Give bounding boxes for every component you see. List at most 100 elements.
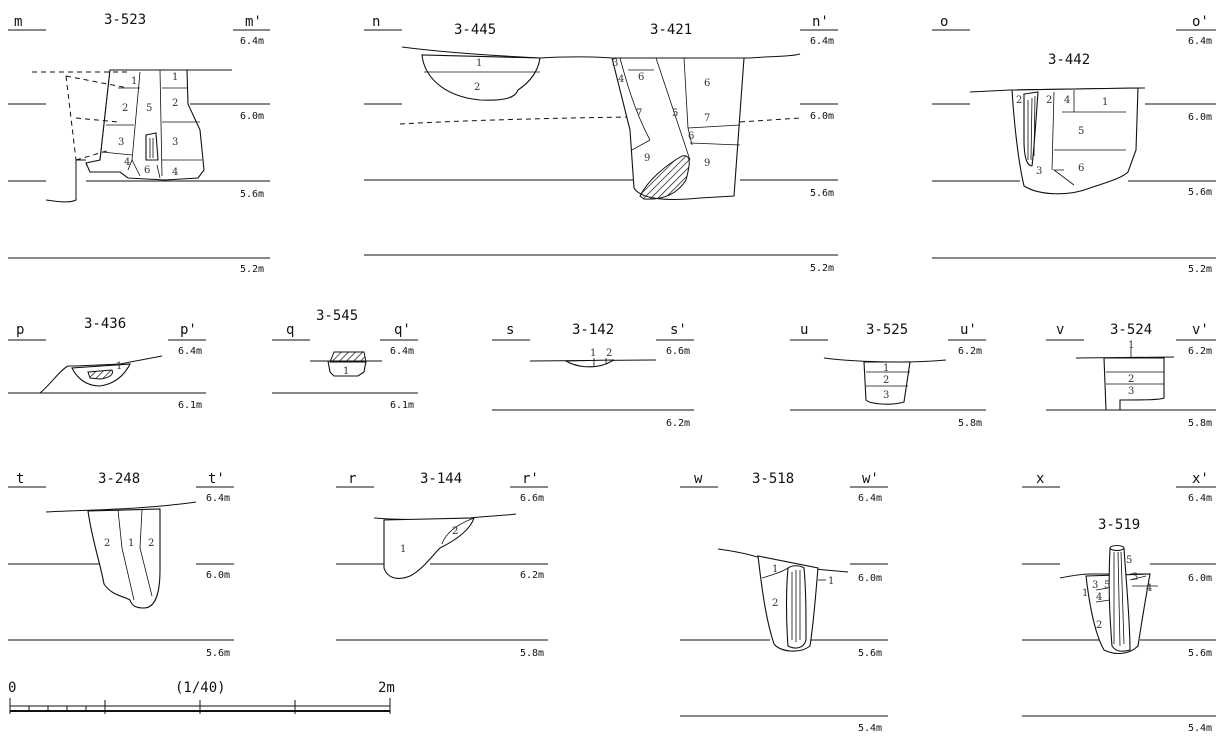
scale-bar: 0 (1/40) 2m — [8, 680, 395, 714]
section-s-left-label: s — [506, 322, 514, 338]
layer-number: 7 — [636, 108, 642, 119]
layer-number: 4 — [1146, 583, 1152, 594]
layer-number: 1 — [128, 538, 134, 549]
section-x-right-label: x' — [1192, 471, 1209, 487]
elevation-label: 6.2m — [1188, 346, 1212, 357]
feature-label-3-519: 3-519 — [1098, 517, 1140, 533]
layer-number: 9 — [704, 158, 710, 169]
layer-number: 2 — [1128, 374, 1134, 385]
layer-number: 6 — [688, 131, 694, 142]
elevation-label: 5.6m — [206, 648, 230, 659]
layer-number: 9 — [644, 153, 650, 164]
elevation-label: 6.6m — [520, 493, 544, 504]
feature-label-3-421: 3-421 — [650, 22, 692, 38]
elevation-label: 6.4m — [178, 346, 202, 357]
layer-number: 1 — [772, 564, 778, 575]
elevation-label: 6.4m — [1188, 36, 1212, 47]
section-m: m m' 3-523 6.4m 6.0m 5.6m 5.2m 1 — [8, 12, 270, 275]
layer-number: 5 — [1078, 126, 1084, 137]
layer-number: 7 — [704, 113, 710, 124]
layer-number: 2 — [1046, 95, 1052, 106]
layer-number: 3 — [883, 390, 889, 401]
layer-number: 1 — [476, 58, 482, 69]
layer-number: 2 — [148, 538, 154, 549]
elevation-label: 6.0m — [1188, 112, 1212, 123]
feature-label-3-142: 3-142 — [572, 322, 614, 338]
layer-number: 6 — [144, 165, 150, 176]
layer-number: 3 — [172, 137, 178, 148]
layer-number: 2 — [1096, 620, 1102, 631]
layer-number: 2 — [172, 98, 178, 109]
elevation-label: 6.4m — [858, 493, 882, 504]
feature-label-3-248: 3-248 — [98, 471, 140, 487]
layer-number: 5 — [1104, 580, 1110, 591]
section-m-right-label: m' — [245, 14, 262, 30]
elevation-label: 6.1m — [178, 400, 202, 411]
layer-number: 3 — [1132, 572, 1138, 583]
elevation-label: 5.6m — [810, 188, 834, 199]
section-t-left-label: t — [16, 471, 24, 487]
layer-number: 4 — [172, 167, 178, 178]
elevation-label: 6.2m — [520, 570, 544, 581]
layer-number: 1 — [1128, 340, 1134, 351]
elevation-label: 5.2m — [240, 264, 264, 275]
elevation-label: 6.1m — [390, 400, 414, 411]
elevation-label: 5.6m — [858, 648, 882, 659]
elevation-label: 6.0m — [858, 573, 882, 584]
section-n-right-label: n' — [812, 14, 829, 30]
feature-label-3-442: 3-442 — [1048, 52, 1090, 68]
layer-number: 1 — [828, 576, 834, 587]
layer-number: 3 — [1128, 386, 1134, 397]
elevation-label: 5.4m — [1188, 723, 1212, 734]
elevation-label: 5.2m — [1188, 264, 1212, 275]
layer-number: 3 — [612, 58, 618, 69]
feature-label-3-436: 3-436 — [84, 316, 126, 332]
elevation-label: 6.6m — [666, 346, 690, 357]
elevation-label: 5.8m — [958, 418, 982, 429]
section-v-left-label: v — [1056, 322, 1064, 338]
layer-number: 2 — [883, 375, 889, 386]
layer-number: 2 — [104, 538, 110, 549]
section-u-left-label: u — [800, 322, 808, 338]
layer-number: 5 — [1126, 555, 1132, 566]
section-w: w w' 3-518 6.4m 6.0m 5.6m 5.4m 1 1 2 — [680, 471, 888, 734]
section-r: r r' 3-144 6.6m 6.2m 5.8m 1 2 — [336, 471, 548, 659]
layer-number: 2 — [122, 103, 128, 114]
layer-number: 3 — [118, 137, 124, 148]
section-m-left-label: m — [14, 14, 22, 30]
scale-bar-start-label: 0 — [8, 680, 16, 696]
layer-number: 2 — [1016, 95, 1022, 106]
elevation-label: 6.2m — [958, 346, 982, 357]
layer-number: 4 — [124, 157, 130, 168]
layer-number: 6 — [704, 78, 710, 89]
layer-number: 4 — [1064, 95, 1070, 106]
elevation-label: 5.8m — [520, 648, 544, 659]
layer-number: 2 — [452, 526, 458, 537]
section-p-left-label: p — [16, 322, 24, 338]
layer-number: 1 — [400, 544, 406, 555]
section-o: o o' 3-442 6.4m 6.0m 5.6m 5.2m 2 2 4 1 5… — [932, 14, 1216, 275]
elevation-label: 6.0m — [240, 111, 264, 122]
layer-number: 5 — [672, 108, 678, 119]
layer-number: 2 — [606, 348, 612, 359]
feature-label-3-445: 3-445 — [454, 22, 496, 38]
layer-number: 1 — [131, 76, 137, 87]
layer-number: 6 — [638, 72, 644, 83]
elevation-label: 6.0m — [810, 111, 834, 122]
section-t: t t' 3-248 6.4m 6.0m 5.6m 2 1 2 — [8, 471, 234, 659]
section-q-left-label: q — [286, 322, 294, 338]
elevation-label: 6.4m — [206, 493, 230, 504]
scale-bar-ratio-label: (1/40) — [175, 680, 226, 696]
layer-number: 3 — [1092, 580, 1098, 591]
section-t-right-label: t' — [208, 471, 225, 487]
layer-number: 4 — [1096, 592, 1102, 603]
section-u: u u' 3-525 6.2m 5.8m 1 2 3 — [790, 322, 986, 429]
section-s-right-label: s' — [670, 322, 687, 338]
layer-number: 6 — [1078, 163, 1084, 174]
section-w-right-label: w' — [862, 471, 879, 487]
section-p-right-label: p' — [180, 322, 197, 338]
section-r-left-label: r — [348, 471, 356, 487]
elevation-label: 5.6m — [1188, 648, 1212, 659]
elevation-label: 6.4m — [390, 346, 414, 357]
